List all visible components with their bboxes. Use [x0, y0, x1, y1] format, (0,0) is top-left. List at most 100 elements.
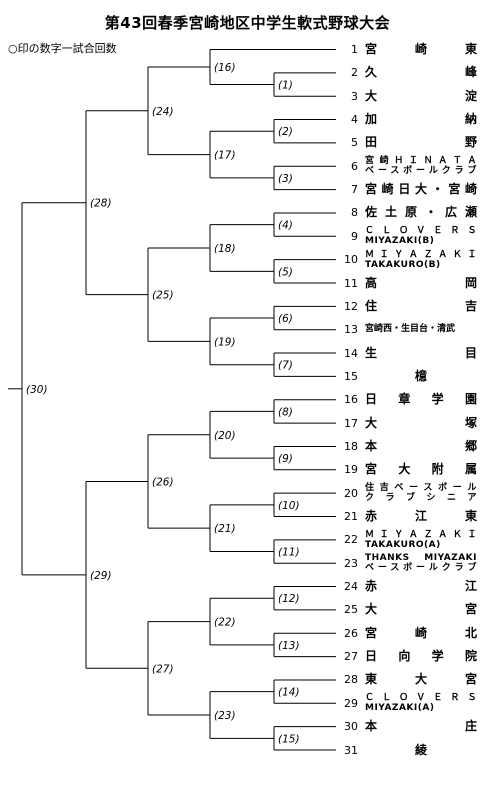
team-name: 本 庄: [365, 719, 477, 734]
team-number: 21: [344, 510, 358, 523]
team-number: 25: [344, 603, 358, 617]
match-number: (30): [26, 384, 48, 396]
team-number: 31: [344, 743, 358, 757]
team-number: 6: [351, 159, 358, 173]
match-number: (13): [278, 640, 300, 652]
team-name-line: ベースボールクラブ: [365, 166, 477, 177]
page-title: 第43回春季宮崎地区中学生軟式野球大会: [104, 14, 391, 32]
team-number: 15: [344, 369, 358, 383]
team-name: 大 塚: [365, 415, 477, 430]
team-number: 27: [344, 650, 358, 664]
team-number: 28: [344, 673, 358, 687]
team-number: 19: [344, 463, 358, 477]
match-number: (11): [278, 547, 300, 559]
team-name: 住 吉: [365, 298, 477, 313]
team-name: 日 章 学 園: [365, 392, 477, 407]
team-name: 宮崎日大・宮崎: [365, 182, 477, 197]
match-number: (27): [152, 663, 174, 675]
team-name-line: THANKS MIYAZAKI: [365, 553, 477, 564]
match-number: (17): [214, 150, 236, 162]
team-number: 29: [344, 696, 358, 710]
team-name: 日 向 学 院: [365, 649, 477, 664]
team-name: 綾: [414, 742, 427, 757]
team-number: 8: [351, 206, 358, 220]
team-name: 宮 崎 東: [365, 42, 477, 56]
team-name-line: ＣＬＯＶＥＲＳ: [365, 226, 477, 237]
team-name: 宮崎西・生目台・清武: [365, 324, 456, 335]
match-number: (6): [278, 313, 293, 325]
team-number: 18: [344, 439, 358, 453]
team-name-line: ベースボールクラブ: [365, 563, 477, 574]
team-number: 24: [344, 580, 358, 594]
match-number: (9): [278, 453, 293, 465]
team-number: 13: [344, 323, 358, 337]
team-name: 赤 江: [365, 579, 477, 594]
team-number: 9: [351, 229, 358, 243]
team-number: 26: [344, 626, 358, 640]
team-name: 生 目: [365, 345, 477, 360]
team-name: 檍: [414, 368, 427, 383]
match-number: (28): [90, 198, 112, 210]
team-name: 赤 江 東: [365, 509, 477, 523]
match-number: (16): [214, 62, 236, 74]
team-number: 2: [351, 66, 358, 80]
team-name: 住吉ベースボールクラブシニア: [365, 483, 477, 503]
match-number: (4): [278, 220, 293, 232]
match-number: (12): [278, 593, 300, 605]
team-name: 高 岡: [365, 275, 477, 290]
match-number: (18): [214, 243, 236, 255]
team-name: 田 野: [365, 135, 477, 150]
match-number: (2): [278, 126, 293, 138]
match-number: (21): [214, 523, 236, 535]
match-number: (10): [278, 500, 300, 512]
team-name: 大 淀: [365, 88, 477, 103]
team-name-line: MIYAZAKI(A): [365, 703, 435, 714]
team-name: 宮 崎 北: [365, 625, 477, 640]
match-number: (8): [278, 406, 293, 418]
team-name: 本 郷: [365, 438, 477, 453]
team-number: 1: [351, 43, 358, 56]
team-number: 4: [351, 113, 358, 127]
team-number: 5: [351, 136, 358, 150]
match-number: (1): [278, 80, 293, 92]
team-name: 久 峰: [365, 65, 477, 80]
match-number: (3): [278, 173, 293, 185]
match-number: (5): [278, 266, 293, 278]
match-number: (15): [278, 733, 300, 745]
team-name-line: ＭＩＹＡＺＡＫＩ: [365, 249, 477, 260]
team-number: 17: [344, 416, 358, 430]
team-number: 14: [344, 346, 358, 360]
team-number: 22: [344, 533, 358, 547]
team-number: 11: [344, 276, 358, 290]
match-number-note: ○印の数字一試合回数: [8, 42, 117, 55]
team-name-line: ＣＬＯＶＥＲＳ: [365, 693, 477, 704]
team-name: 東 大 宮: [365, 672, 477, 687]
team-number: 7: [351, 183, 358, 197]
match-number: (7): [278, 360, 293, 372]
match-number: (29): [90, 570, 112, 582]
team-name-line: TAKAKURO(B): [365, 259, 441, 270]
match-number: (25): [152, 290, 174, 302]
team-number: 16: [344, 393, 358, 407]
match-number: (22): [214, 617, 236, 629]
match-number: (14): [278, 687, 300, 699]
match-number: (19): [214, 336, 236, 348]
team-name-line: MIYAZAKI(B): [365, 236, 435, 247]
match-number: (24): [152, 106, 174, 118]
team-name: 宮 大 附 属: [365, 462, 477, 477]
team-name: 加 納: [365, 112, 477, 127]
team-number: 10: [344, 253, 358, 267]
match-number: (23): [214, 710, 236, 722]
team-name-line: 住吉ベースボール: [365, 483, 477, 494]
team-name-line: TAKAKURO(A): [365, 539, 441, 550]
team-number: 12: [344, 299, 358, 313]
team-name: 佐土原・広瀬: [365, 205, 477, 220]
team-number: 3: [351, 89, 358, 103]
match-number: (20): [214, 430, 236, 442]
